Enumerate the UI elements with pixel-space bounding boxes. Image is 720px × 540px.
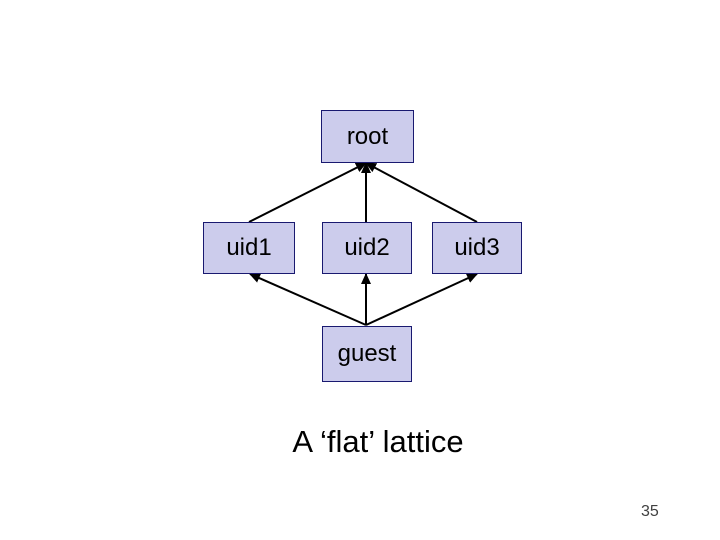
node-uid2: uid2 [322, 222, 412, 274]
node-guest: guest [322, 326, 412, 382]
node-uid1: uid1 [203, 222, 295, 274]
node-root-label: root [346, 122, 389, 150]
page-number: 35 [641, 503, 659, 520]
node-uid3-label: uid3 [454, 234, 500, 261]
node-uid2-label: uid2 [344, 234, 390, 261]
node-guest-label: guest [337, 340, 397, 367]
node-uid3: uid3 [432, 222, 522, 274]
edge-uid1-root [248, 162, 367, 223]
node-uid1-label: uid1 [226, 234, 272, 261]
edge-uid3-root [365, 162, 478, 223]
slide-caption: A ‘flat’ lattice [292, 424, 464, 459]
edge-guest-uid1 [249, 273, 367, 326]
edge-guest-uid3 [365, 273, 478, 326]
node-root: root [321, 110, 414, 163]
